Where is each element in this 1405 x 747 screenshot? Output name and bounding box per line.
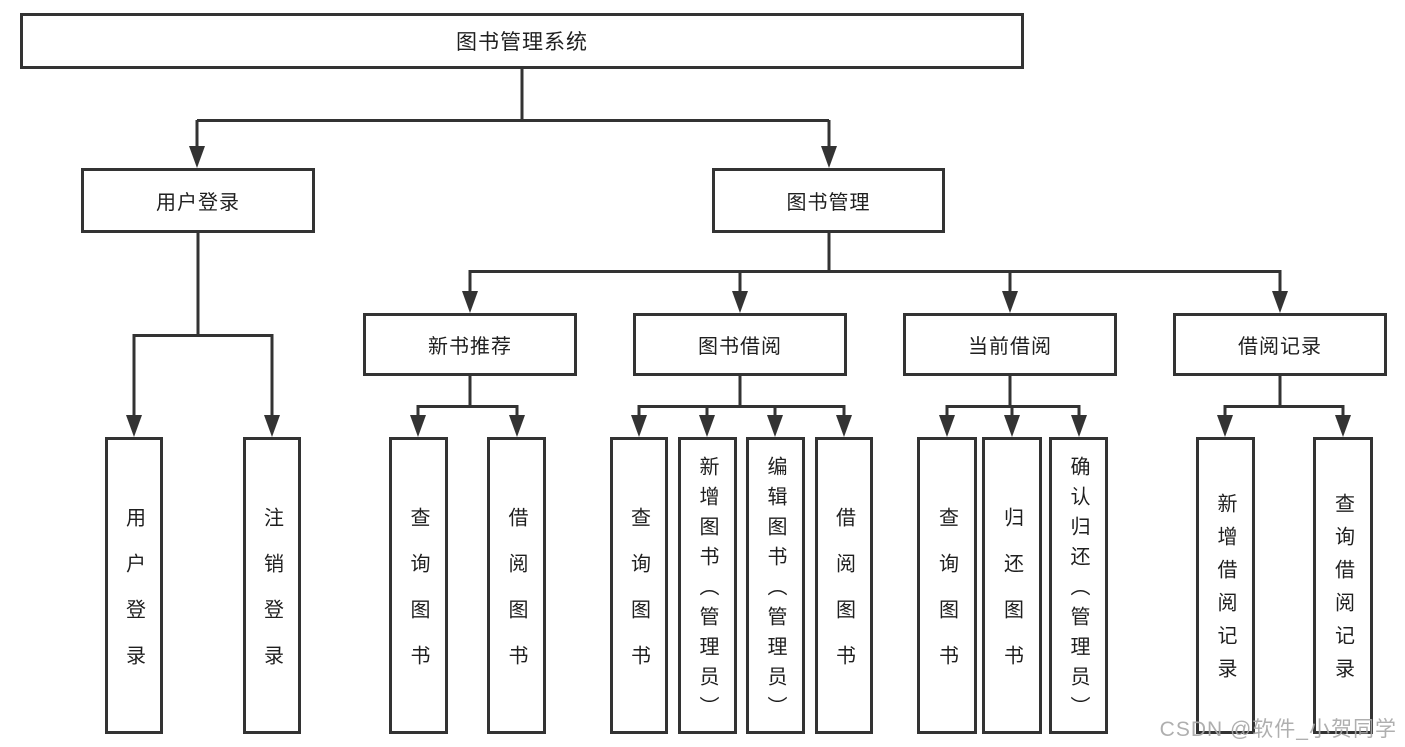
leaf-borrow-books-recommend: 借阅图书	[487, 437, 546, 734]
leaf-borrow-books: 借阅图书	[815, 437, 873, 734]
node-borrow-records-label: 借阅记录	[1238, 336, 1322, 358]
leaf-edit-books-admin-label: 编辑图书（管理员）	[764, 455, 786, 726]
node-library-management-system-label: 图书管理系统	[456, 31, 588, 54]
leaf-user-login-label: 用户登录	[122, 506, 145, 691]
leaf-confirm-return-admin-label: 确认归还（管理员）	[1067, 455, 1089, 726]
leaf-logout-label: 注销登录	[260, 506, 283, 691]
leaf-query-books-current-label: 查询图书	[935, 506, 958, 691]
leaf-query-books-borrow-label: 查询图书	[627, 506, 650, 691]
node-user-login-label: 用户登录	[156, 192, 240, 214]
leaf-query-borrow-record: 查询借阅记录	[1313, 437, 1373, 734]
node-book-management-label: 图书管理	[786, 192, 871, 214]
node-book-management: 图书管理	[712, 168, 945, 233]
leaf-query-books-current: 查询图书	[917, 437, 977, 734]
leaf-add-borrow-record: 新增借阅记录	[1196, 437, 1255, 734]
leaf-return-books-label: 归还图书	[1000, 506, 1023, 691]
leaf-borrow-books-label: 借阅图书	[832, 506, 855, 691]
leaf-return-books: 归还图书	[982, 437, 1042, 734]
node-borrow-records: 借阅记录	[1173, 313, 1387, 376]
leaf-query-books-recommend-label: 查询图书	[407, 506, 429, 691]
node-book-borrow: 图书借阅	[633, 313, 847, 376]
node-user-login: 用户登录	[81, 168, 315, 233]
leaf-query-books-recommend: 查询图书	[389, 437, 448, 734]
leaf-user-login: 用户登录	[105, 437, 163, 734]
node-book-borrow-label: 图书借阅	[698, 336, 782, 358]
node-current-borrow: 当前借阅	[903, 313, 1117, 376]
leaf-query-borrow-record-label: 查询借阅记录	[1331, 493, 1354, 691]
node-new-book-recommend-label: 新书推荐	[428, 336, 512, 358]
leaf-add-books-admin: 新增图书（管理员）	[678, 437, 737, 734]
leaf-query-books-borrow: 查询图书	[610, 437, 668, 734]
leaf-add-books-admin-label: 新增图书（管理员）	[696, 455, 718, 726]
node-new-book-recommend: 新书推荐	[363, 313, 577, 376]
leaf-logout: 注销登录	[243, 437, 301, 734]
node-current-borrow-label: 当前借阅	[968, 336, 1052, 358]
leaf-confirm-return-admin: 确认归还（管理员）	[1049, 437, 1108, 734]
node-library-management-system: 图书管理系统	[20, 13, 1024, 69]
leaf-edit-books-admin: 编辑图书（管理员）	[746, 437, 805, 734]
csdn-watermark: CSDN @软件_小贺同学	[1159, 718, 1397, 741]
leaf-add-borrow-record-label: 新增借阅记录	[1214, 493, 1236, 691]
leaf-borrow-books-recommend-label: 借阅图书	[505, 506, 527, 691]
